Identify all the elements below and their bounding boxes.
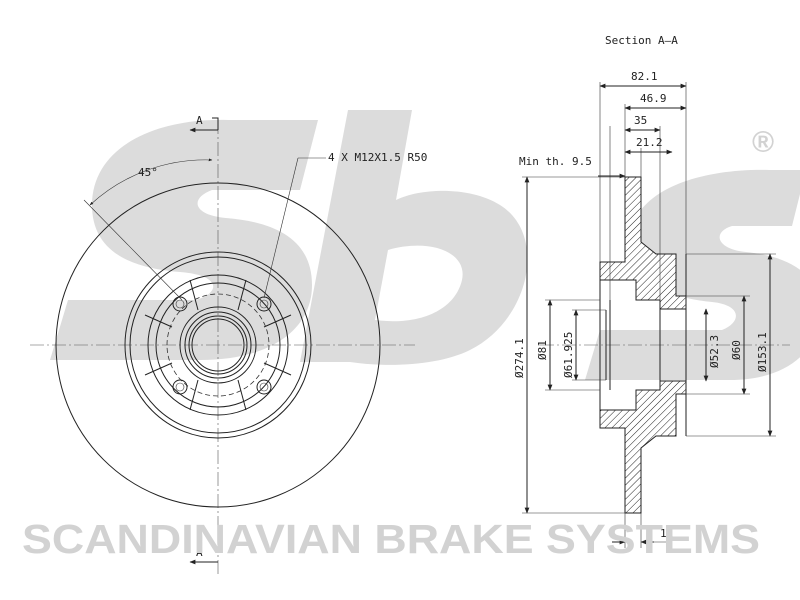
diameter-153-1: Ø153.1: [756, 332, 769, 372]
width-82-1: 82.1: [631, 70, 658, 83]
registered-mark: ®: [752, 126, 774, 159]
company-watermark: SCANDINAVIAN BRAKE SYSTEMS: [22, 516, 760, 562]
outer-disc-edge: [55, 182, 381, 508]
bolt-callout: 4 X M12X1.5 R50: [328, 151, 427, 164]
diameter-61-925: Ø61.925: [562, 332, 575, 378]
section-marker-top: A: [196, 114, 203, 127]
diameter-52-3: Ø52.3: [708, 335, 721, 368]
bolt-hole: [256, 379, 272, 395]
width-35: 35: [634, 114, 647, 127]
angle-label: 45°: [138, 166, 158, 179]
bolt-circle: [166, 293, 270, 397]
bottom-width: 11: [660, 527, 673, 540]
bolt-hole: [172, 296, 188, 312]
section-marker-top-line: [212, 117, 219, 130]
section-marker-bottom: A: [196, 546, 203, 559]
front-view: A A 45° 4 X M12X1.5 R50: [30, 114, 427, 575]
min-thickness: Min th. 9.5: [519, 155, 592, 168]
section-title: Section A–A: [605, 34, 678, 47]
width-46-9: 46.9: [640, 92, 667, 105]
diameter-81: Ø81: [536, 340, 549, 360]
diameter-274-1: Ø274.1: [513, 338, 526, 378]
width-21-2: 21.2: [636, 136, 663, 149]
bolt-hole: [172, 379, 188, 395]
diameter-60: Ø60: [730, 340, 743, 360]
section-view: Section A–A 82.1 46.9 35 21.2 Min: [513, 34, 790, 548]
